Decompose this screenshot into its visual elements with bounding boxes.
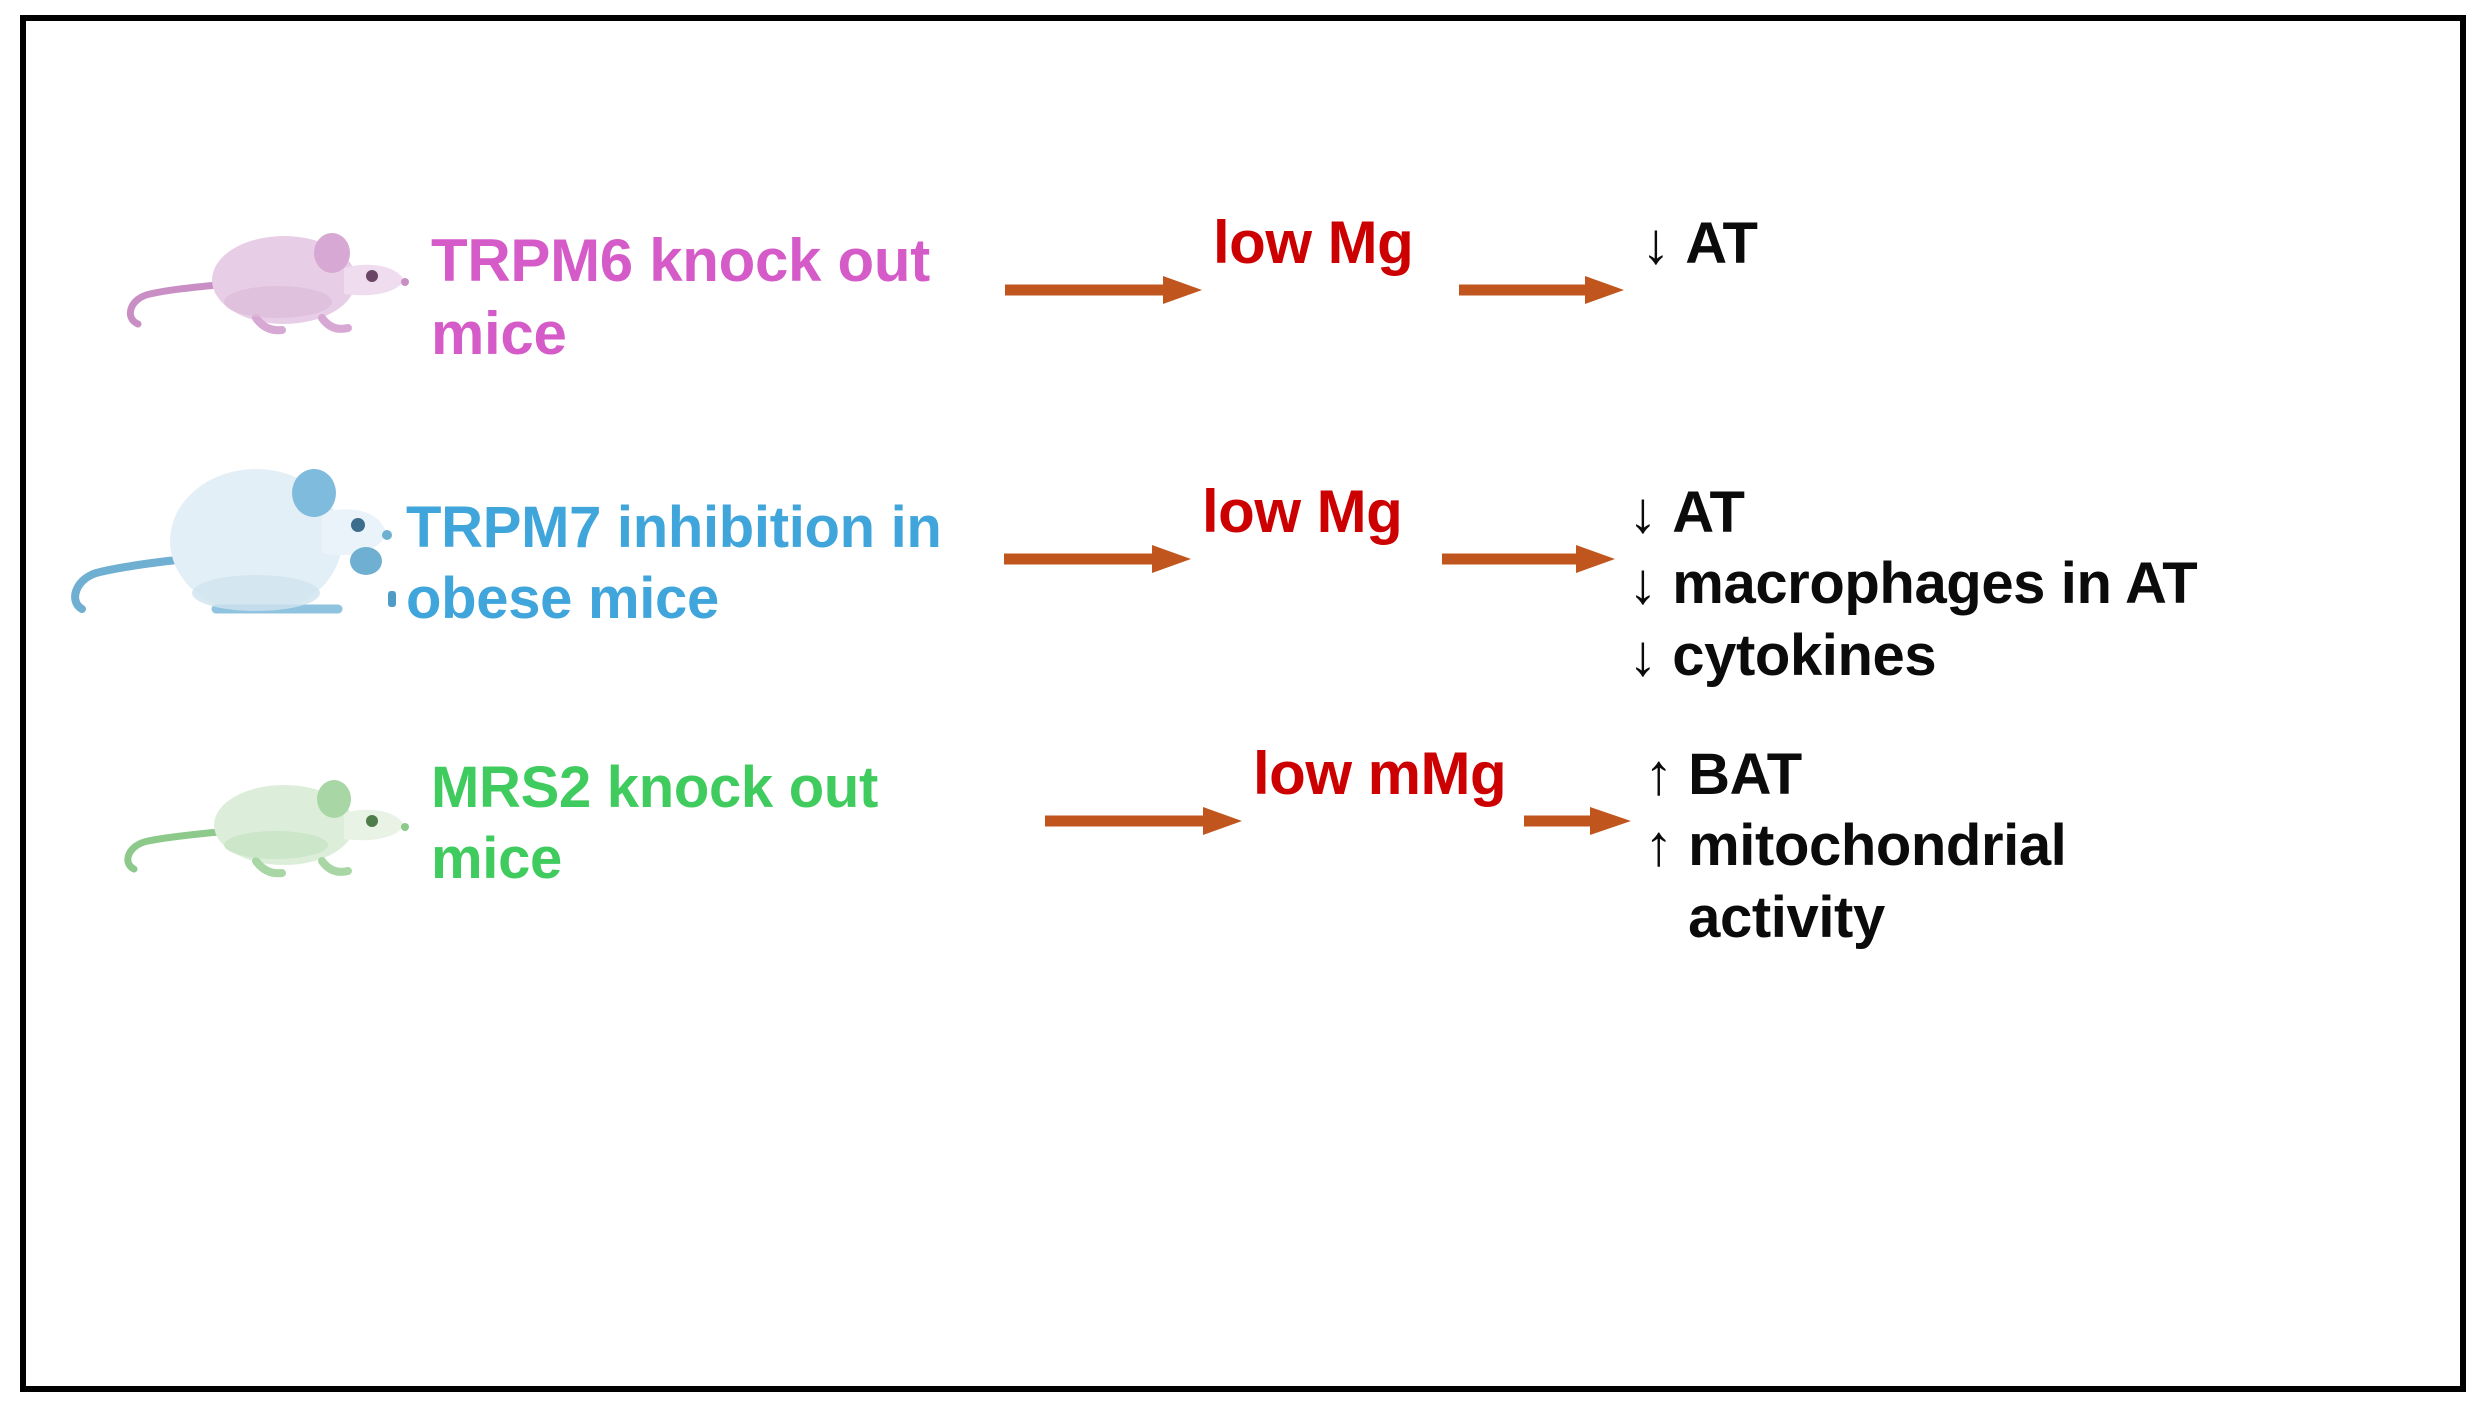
pathway-row-mrs2: MRS2 knock out mice low mMg ↑BAT: [26, 721, 2460, 1021]
outcome-line: ↓macrophages in AT: [1628, 548, 2197, 619]
down-arrow-glyph: ↓: [1628, 622, 1657, 688]
mouse-blue-obese-icon: [66, 441, 396, 626]
gene-label-trpm6: TRPM6 knock out mice: [431, 227, 930, 368]
down-arrow-glyph: ↓: [1628, 480, 1657, 545]
outcome-text: activity: [1688, 884, 1885, 950]
gene-label-trpm7: TRPM7 inhibition in obese mice: [406, 495, 942, 631]
arrow-right-icon: [1522, 721, 1632, 881]
outcome-text: cytokines: [1672, 622, 1937, 688]
mouse-pink-icon: [101, 186, 431, 343]
outcomes-trpm6: ↓AT: [1641, 186, 1758, 279]
outcome-line: ↓AT: [1641, 208, 1758, 279]
pathway-diagram: TRPM6 knock out mice low Mg ↓AT: [26, 21, 2460, 1386]
mouse-green-icon: [101, 721, 431, 889]
gene-label-mrs2: MRS2 knock out mice: [431, 755, 878, 891]
arrow-right-icon: [1457, 186, 1625, 350]
figure-frame: TRPM6 knock out mice low Mg ↓AT: [20, 15, 2466, 1392]
arrow-right-icon: [1440, 441, 1616, 619]
up-arrow-glyph: ↑: [1644, 813, 1673, 879]
outcome-line: ↓cytokines: [1628, 620, 2197, 691]
arrow-right-icon: [1003, 186, 1203, 350]
mg-label-trpm7: low Mg: [1202, 478, 1403, 545]
outcome-line: ↑mitochondrial: [1644, 810, 2067, 881]
outcome-line: ↑BAT: [1644, 739, 2066, 810]
outcome-line: ↓AT: [1628, 477, 2197, 548]
outcome-line: activity: [1644, 882, 2066, 953]
down-arrow-glyph: ↓: [1628, 551, 1657, 617]
arrow-right-icon: [1043, 721, 1243, 881]
outcomes-trpm7: ↓AT ↓macrophages in AT ↓cytokines: [1628, 441, 2197, 691]
down-arrow-glyph: ↓: [1641, 211, 1670, 276]
outcome-text: AT: [1672, 480, 1745, 545]
pathway-row-trpm7: TRPM7 inhibition in obese mice low Mg ↓A…: [26, 441, 2460, 731]
outcome-text: BAT: [1688, 742, 1802, 807]
pathway-row-trpm6: TRPM6 knock out mice low Mg ↓AT: [26, 186, 2460, 456]
outcome-text: AT: [1685, 211, 1758, 276]
mg-label-trpm6: low Mg: [1213, 209, 1414, 276]
outcome-text: macrophages in AT: [1672, 551, 2198, 617]
mg-label-mrs2: low mMg: [1253, 740, 1507, 807]
up-arrow-glyph: ↑: [1644, 742, 1673, 807]
outcomes-mrs2: ↑BAT ↑mitochondrial activity: [1644, 721, 2067, 953]
outcome-text: mitochondrial: [1688, 813, 2067, 879]
arrow-right-icon: [1002, 441, 1192, 619]
